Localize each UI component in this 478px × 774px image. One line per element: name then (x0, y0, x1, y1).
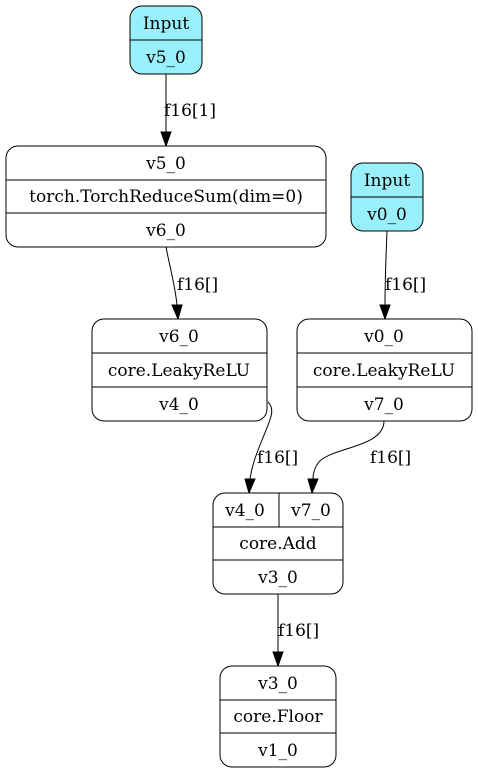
node-input-port-a: v4_0 (224, 501, 265, 521)
edge-label-input-v5-to-reduce: f16[1] (164, 101, 216, 121)
input-node-value: v5_0 (145, 48, 186, 68)
edge-label-relu-a-to-add: f16[] (257, 448, 298, 468)
node-op-label: core.LeakyReLU (108, 361, 250, 381)
node-op-label: core.LeakyReLU (313, 361, 455, 381)
node-output-port: v6_0 (145, 221, 186, 241)
edge-add-to-floor: f16[] (272, 594, 319, 668)
edge-reduce-to-relu-a: f16[] (165, 246, 218, 321)
input-node-title: Input (364, 171, 410, 191)
node-op-label: core.Floor (233, 707, 323, 727)
leaky-relu-node-b[interactable]: v0_0 core.LeakyReLU v7_0 (296, 318, 473, 422)
node-output-port: v4_0 (158, 395, 199, 415)
node-op-label: torch.TorchReduceSum(dim=0) (29, 187, 303, 207)
input-node-value: v0_0 (366, 205, 407, 225)
node-input-port: v5_0 (145, 154, 186, 174)
edge-input-v0-to-relu-b: f16[] (379, 230, 426, 321)
node-output-port: v3_0 (257, 568, 298, 588)
node-input-port: v3_0 (257, 674, 298, 694)
edge-label-reduce-to-relu-a: f16[] (177, 275, 218, 295)
node-output-port: v1_0 (257, 741, 298, 761)
reduce-sum-node[interactable]: v5_0 torch.TorchReduceSum(dim=0) v6_0 (5, 145, 327, 248)
input-node-v5[interactable]: Input v5_0 (129, 5, 203, 75)
node-input-port-b: v7_0 (290, 501, 331, 521)
node-output-port: v7_0 (363, 395, 404, 415)
edge-input-v5-to-reduce: f16[1] (160, 74, 216, 148)
edge-relu-b-to-add: f16[] (307, 420, 411, 495)
node-input-port: v0_0 (363, 327, 404, 347)
floor-node[interactable]: v3_0 core.Floor v1_0 (219, 665, 337, 768)
edge-label-add-to-floor: f16[] (278, 621, 319, 641)
edge-label-input-v0-to-relu-b: f16[] (385, 275, 426, 295)
node-op-label: core.Add (239, 534, 317, 554)
node-input-port: v6_0 (158, 327, 199, 347)
leaky-relu-node-a[interactable]: v6_0 core.LeakyReLU v4_0 (91, 318, 268, 422)
edge-label-relu-b-to-add: f16[] (370, 448, 411, 468)
add-node[interactable]: v4_0 v7_0 core.Add v3_0 (212, 492, 344, 595)
input-node-v0[interactable]: Input v0_0 (350, 162, 424, 232)
input-node-title: Input (143, 14, 189, 34)
edge-relu-a-to-add: f16[] (244, 401, 298, 495)
